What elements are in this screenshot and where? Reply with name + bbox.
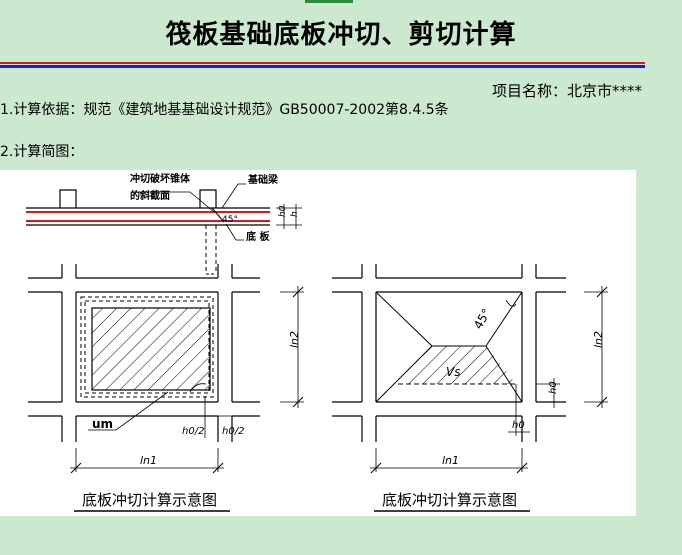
calculation-diagram: 冲切破坏锥体 的斜截面 基础梁 底 板 45° h0 h — [0, 170, 636, 516]
beam-stub-left — [59, 189, 77, 208]
label-section-angle: 45° — [222, 215, 238, 225]
label-punch-cone: 冲切破坏锥体 — [130, 172, 191, 185]
calculation-basis: 1.计算依据：规范《建筑地基基础设计规范》GB50007-2002第8.4.5条 — [0, 102, 449, 118]
punching-area-hatch — [91, 307, 211, 391]
critical-perimeter-outer — [80, 296, 214, 398]
label-h0-half-right: h0/2 — [222, 426, 244, 437]
label-foundation-beam: 基础梁 — [247, 173, 279, 186]
diagram-svg: 冲切破坏锥体 的斜截面 基础梁 底 板 45° h0 h — [26, 172, 608, 512]
label-ln1-right: ln1 — [442, 454, 459, 467]
slant-line — [211, 207, 225, 223]
leader-slab — [225, 223, 244, 241]
section-view: 冲切破坏锥体 的斜截面 基础梁 底 板 45° h0 h — [26, 172, 302, 275]
leader-beam — [221, 183, 246, 209]
label-vs: Vs — [446, 365, 460, 379]
leader-punch-cone — [132, 191, 215, 213]
project-name: 项目名称：北京市**** — [491, 82, 642, 100]
caption-left: 底板冲切计算示意图 — [82, 491, 217, 509]
label-ln2-left: ln2 — [288, 331, 301, 348]
label-h0-top-right: h0 — [548, 381, 559, 394]
title-rule-red — [0, 62, 645, 64]
left-plan-view: um h0/2 h0/2 ln2 ln1 底板冲切计算示意图 — [28, 264, 304, 512]
title-rule-blue — [0, 65, 645, 68]
label-h: h — [290, 211, 300, 217]
label-um: um — [92, 417, 113, 431]
top-accent-bar — [305, 0, 353, 3]
label-ln1-left: ln1 — [140, 454, 157, 467]
shear-area-hatch — [398, 346, 516, 384]
right-plan-view: 45° Vs ln2 h0 h0 ln1 底板冲切计算示意图 — [332, 264, 608, 512]
label-h0-bottom-right: h0 — [512, 420, 525, 431]
caption-right: 底板冲切计算示意图 — [382, 491, 517, 509]
label-h0-half-left: h0/2 — [182, 426, 204, 437]
page-title: 筏板基础底板冲切、剪切计算 — [165, 20, 517, 50]
um-leader — [88, 391, 169, 431]
label-right-angle: 45° — [471, 306, 494, 331]
label-bottom-slab: 底 板 — [246, 230, 270, 243]
label-h0: h0 — [278, 205, 288, 217]
label-slant-section: 的斜截面 — [130, 189, 170, 202]
label-ln2-right: ln2 — [592, 331, 605, 348]
beam-stub-right — [199, 189, 217, 208]
diagram-heading: 2.计算简图： — [0, 144, 84, 160]
